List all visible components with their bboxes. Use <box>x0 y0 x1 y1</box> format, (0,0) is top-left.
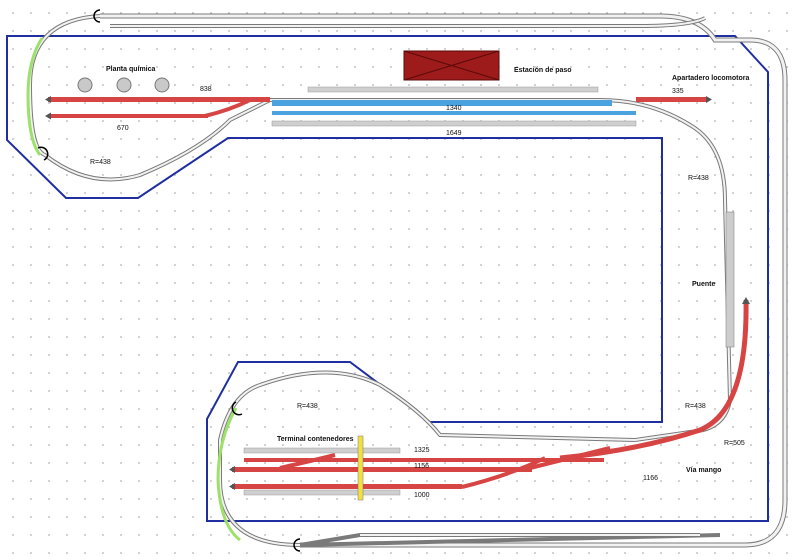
chemical-sidings <box>45 96 270 120</box>
tunnel-portal-bottom <box>293 538 301 552</box>
label-bridge: Puente <box>692 281 715 288</box>
main-track-bed <box>100 13 788 548</box>
right-inner-curve-bed <box>599 98 733 442</box>
terminal-buffer <box>229 466 235 473</box>
terminal-turnout <box>279 453 336 470</box>
station-platform-1649 <box>271 120 637 127</box>
label-length: 1649 <box>446 130 462 137</box>
terminal-platform-top <box>243 447 401 454</box>
label-length: 1166 <box>643 475 658 482</box>
chem-siding-upper <box>48 97 270 102</box>
label-length: 670 <box>117 125 129 132</box>
main-track-inner <box>100 14 787 547</box>
label-length: 1340 <box>446 105 462 112</box>
loco-siding-track <box>636 97 708 102</box>
label-length: 1000 <box>414 492 430 499</box>
container-crane <box>357 435 364 501</box>
label-loco-siding: Apartadero locomotora <box>672 75 750 82</box>
terminal-turnout <box>461 456 546 489</box>
tunnel-portals <box>37 9 301 552</box>
chem-siding-lower <box>48 114 208 118</box>
station-track-1340 <box>272 100 612 106</box>
lower-loop-inner <box>219 371 636 546</box>
label-radius: R=505 <box>724 440 745 447</box>
label-radius: R=438 <box>685 403 706 410</box>
station-building-cross <box>403 50 500 81</box>
chem-buffer-lower <box>45 112 51 120</box>
tunnel-lower <box>216 407 241 542</box>
terminal-buffer <box>229 483 235 490</box>
label-mango-track: Vía mango <box>686 467 721 474</box>
tunnel-portal-left <box>37 146 49 161</box>
left-loop-inner <box>28 15 271 181</box>
label-radius: R=438 <box>688 175 709 182</box>
terminal-track-mid <box>232 467 532 472</box>
mango-track <box>559 297 750 461</box>
station-track-outer <box>272 111 636 115</box>
label-container-terminal: Terminal contenedores <box>277 436 354 443</box>
tunnels <box>26 37 241 542</box>
chem-buffer-upper <box>45 96 51 103</box>
container-terminal <box>229 435 611 501</box>
upper-track-inner <box>110 17 706 27</box>
chemical-tank <box>116 77 132 93</box>
labels: Planta química Estación de paso Apartade… <box>90 66 750 499</box>
chem-siding-turnout <box>204 98 251 118</box>
label-radius: R=438 <box>297 403 318 410</box>
label-chemical-plant: Planta química <box>106 66 156 73</box>
loco-siding <box>636 96 712 103</box>
mango-track-line <box>559 299 749 461</box>
chemical-tank <box>154 77 170 93</box>
tunnel-portal-lower <box>231 401 243 416</box>
label-length: 1325 <box>414 447 430 454</box>
terminal-turnout <box>529 446 611 470</box>
bridge <box>725 211 735 348</box>
label-radius: R=438 <box>90 159 111 166</box>
label-passing-station: Estación de paso <box>514 67 572 74</box>
main-track <box>27 13 788 548</box>
label-length: 1156 <box>414 463 429 470</box>
station-platform-top <box>307 86 599 93</box>
tunnel-portal-top <box>93 9 101 23</box>
chemical-tank <box>77 77 93 93</box>
station-area <box>271 50 637 127</box>
label-length: 838 <box>200 86 212 93</box>
label-length: 335 <box>672 88 684 95</box>
terminal-track-upper <box>244 458 604 462</box>
tunnel-left <box>26 37 44 156</box>
terminal-track-bottom <box>232 484 462 489</box>
upper-track-bed <box>110 16 706 28</box>
chemical-tanks <box>77 77 170 93</box>
loco-siding-buffer <box>706 96 712 103</box>
right-inner-curve-inner <box>599 99 732 441</box>
terminal-platform-bottom <box>243 489 401 496</box>
mango-buffer <box>742 297 750 304</box>
